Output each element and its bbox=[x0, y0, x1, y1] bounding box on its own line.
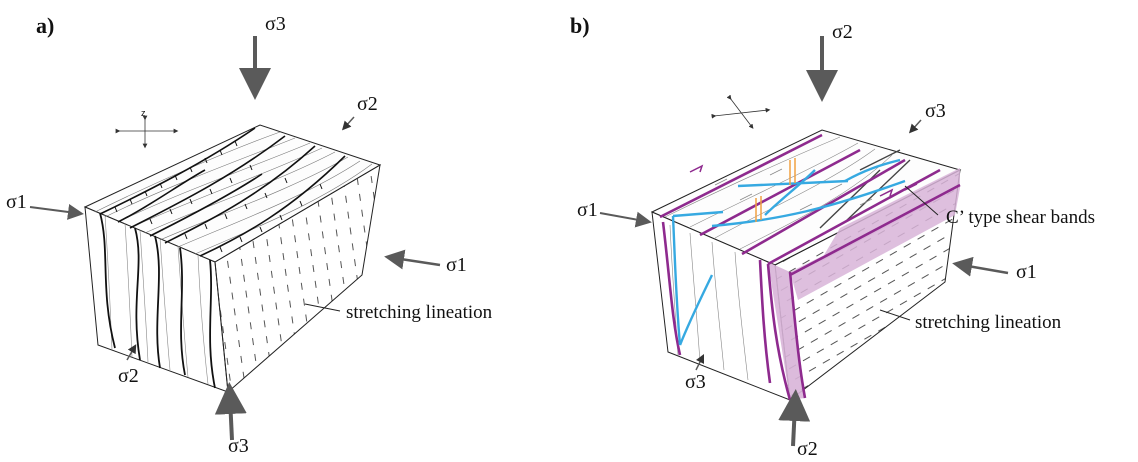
stress-arrows-a bbox=[29, 36, 441, 441]
cprime-shear-bands bbox=[659, 133, 961, 401]
sigma-bottom-a: σ3 bbox=[228, 435, 249, 457]
block-a bbox=[83, 124, 382, 394]
callout-lineation-b: stretching lineation bbox=[915, 312, 1062, 333]
shear-zone-top bbox=[820, 168, 960, 262]
panel-b-label: b) bbox=[570, 13, 590, 38]
foliation-traces-a bbox=[99, 127, 346, 257]
sigma-bottom-left-b: σ3 bbox=[685, 371, 706, 393]
sigma-left-b: σ1 bbox=[577, 199, 598, 221]
sigma-bottom-left-a: σ2 bbox=[118, 365, 139, 387]
block-a-side-face bbox=[214, 164, 381, 394]
shear-sense-markers bbox=[689, 164, 918, 197]
sigma-top-b: σ2 bbox=[832, 21, 853, 43]
sigma-top-right-a: σ2 bbox=[357, 93, 378, 115]
sigma-right-a: σ1 bbox=[446, 254, 467, 276]
callout-leader-b bbox=[879, 309, 911, 321]
shear-zone-front bbox=[768, 262, 805, 400]
orange-sense-markers bbox=[755, 158, 796, 222]
panel-a-label: a) bbox=[36, 13, 54, 38]
blue-shear-traces bbox=[671, 158, 906, 346]
callout-lineation-a: stretching lineation bbox=[346, 302, 493, 323]
stress-arrows-b bbox=[599, 36, 1009, 447]
sigma-top-a: σ3 bbox=[265, 13, 286, 35]
callout-shear-bands: C’ type shear bands bbox=[946, 207, 1095, 228]
sigma-left-a: σ1 bbox=[6, 191, 27, 213]
sigma-right-b: σ1 bbox=[1016, 261, 1037, 283]
callout-leader-a bbox=[304, 303, 341, 312]
foliation-ticks-a bbox=[114, 140, 323, 253]
callout-leader-shear bbox=[904, 185, 939, 216]
block-b bbox=[650, 129, 962, 401]
sigma-bottom-b: σ2 bbox=[797, 438, 818, 457]
axis-cross-a: z bbox=[115, 108, 179, 149]
sigma-top-right-b: σ3 bbox=[925, 100, 946, 122]
axis-cross-b bbox=[711, 94, 771, 129]
shear-zone-side bbox=[790, 188, 960, 300]
axis-z-label: z bbox=[141, 108, 146, 118]
panel-b: b) bbox=[570, 13, 1095, 460]
front-traces-a bbox=[99, 212, 216, 389]
panel-a: a) z bbox=[6, 13, 493, 457]
